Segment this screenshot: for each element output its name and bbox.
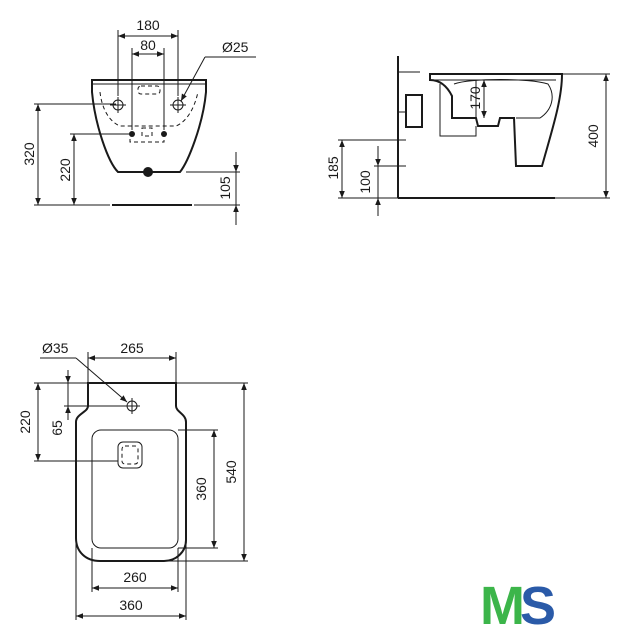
tap-hole: [124, 398, 140, 414]
top-bowl: [91, 429, 179, 549]
brand-logo-m: M: [480, 576, 522, 636]
dim-bowl-length: 360: [193, 477, 209, 501]
mounting-hole-left: [110, 97, 126, 113]
front-view: 180 80 Ø25 320 220 105: [21, 17, 256, 225]
dim-height-total: 320: [21, 142, 37, 166]
dim-depth-front: 220: [17, 410, 33, 434]
dim-pipe-diameter: Ø25: [222, 39, 249, 55]
dim-side-height-total: 400: [585, 124, 601, 148]
front-bidet-outline: [91, 79, 207, 173]
dim-width-top: 265: [120, 340, 144, 356]
side-view: 170 400 185 100: [325, 56, 610, 216]
dim-hole-diameter: Ø35: [42, 340, 69, 356]
dim-height-mount: 220: [57, 158, 73, 182]
dim-side-height-outlet: 185: [325, 156, 341, 180]
brand-logo-s: S: [520, 576, 556, 636]
side-inlet: [405, 94, 423, 128]
dim-height-drain: 105: [217, 176, 233, 200]
top-bidet-outline: [75, 382, 187, 562]
mounting-hole-right: [170, 97, 186, 113]
dim-width-outer: 180: [136, 17, 160, 33]
top-waste: [117, 441, 143, 469]
dim-bowl-width: 260: [123, 569, 147, 585]
dim-side-height-inner: 170: [467, 86, 483, 110]
dim-depth-hole: 65: [49, 420, 65, 436]
dim-width-inner: 80: [140, 37, 156, 53]
side-bidet-outline: [429, 73, 564, 167]
dim-side-height-floor: 100: [357, 170, 373, 194]
top-view: Ø35 265 220 65 360 540 260: [17, 340, 248, 620]
dim-total-width: 360: [119, 597, 143, 613]
dim-total-length: 540: [223, 460, 239, 484]
brand-logo: M S: [480, 576, 556, 636]
